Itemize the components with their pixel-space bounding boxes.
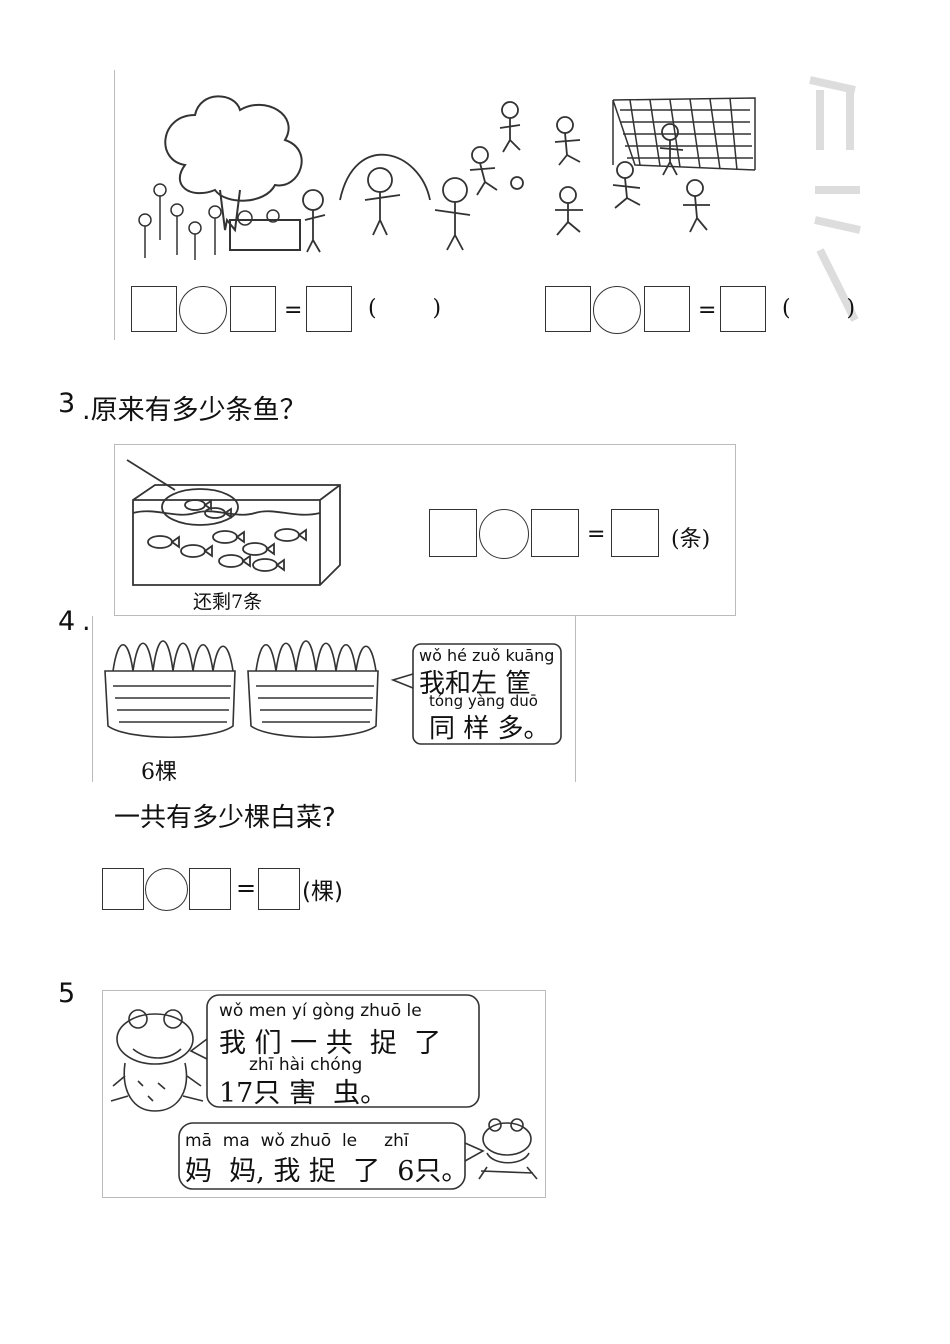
answer-box[interactable]	[429, 509, 477, 557]
playground-scene-art	[138, 76, 861, 322]
answer-box[interactable]	[230, 286, 276, 332]
answer-box[interactable]	[644, 286, 690, 332]
bubble-hanzi: 我和左 筐	[419, 669, 532, 699]
operator-circle[interactable]	[145, 868, 188, 911]
bubble-hanzi: 我 们 一 共 捉 了	[219, 1028, 442, 1059]
question-3-text: .原来有多少条鱼？	[82, 395, 307, 426]
bubble-pinyin: wǒ hé zuǒ kuāng	[419, 646, 555, 665]
cabbage-panel: 6棵 wǒ hé zuǒ kuāng 我和左 筐 tóng yàng duō 同…	[92, 616, 576, 782]
fish-tank-art	[126, 459, 341, 586]
question-4-text: 一共有多少棵白菜?	[114, 803, 336, 833]
bubble-hanzi: 妈 妈, 我 捉 了 6只。	[185, 1156, 469, 1187]
equals-sign: =	[587, 522, 606, 547]
answer-box[interactable]	[131, 286, 177, 332]
question-5-number: 5	[58, 978, 76, 1009]
result-box[interactable]	[720, 286, 766, 332]
equals-sign: =	[236, 874, 257, 902]
bubble-pinyin: mā ma wǒ zhuō le zhī	[185, 1131, 409, 1151]
fish-caption: 还剩7条	[193, 591, 263, 613]
equals-sign: =	[284, 298, 303, 323]
question-4-dot: .	[82, 606, 91, 637]
unit-blank: ( )	[368, 296, 442, 321]
bubble-pinyin: wǒ men yí gòng zhuō le	[219, 1001, 422, 1021]
question-4-number: 4	[58, 606, 76, 637]
result-box[interactable]	[306, 286, 352, 332]
frogs-panel: wǒ men yí gòng zhuō le 我 们 一 共 捉 了 zhī h…	[102, 990, 546, 1198]
unit-blank: ( )	[782, 296, 856, 321]
equals-sign: =	[698, 298, 717, 323]
question-3-number: 3	[58, 388, 76, 419]
cabbage-caption: 6棵	[141, 760, 177, 782]
operator-circle[interactable]	[479, 509, 529, 559]
playground-illustration: = ( ) = ( )	[114, 70, 867, 340]
answer-box[interactable]	[189, 868, 231, 910]
bubble-pinyin: zhī hài chóng	[249, 1055, 363, 1075]
cabbage-baskets-art	[104, 640, 562, 745]
result-box[interactable]	[258, 868, 300, 910]
result-box[interactable]	[611, 509, 659, 557]
unit-label: (棵)	[302, 879, 343, 905]
answer-box[interactable]	[545, 286, 591, 332]
answer-box[interactable]	[102, 868, 144, 910]
answer-box[interactable]	[531, 509, 579, 557]
bubble-pinyin: tóng yàng duō	[429, 692, 538, 710]
operator-circle[interactable]	[179, 286, 227, 334]
unit-label: (条)	[671, 527, 711, 552]
frogs-art	[110, 994, 538, 1190]
fish-tank-panel: 还剩7条 = (条)	[114, 444, 736, 616]
bubble-hanzi: 同 样 多。	[429, 714, 550, 744]
bubble-hanzi: 17只 害 虫。	[219, 1078, 388, 1109]
operator-circle[interactable]	[593, 286, 641, 334]
